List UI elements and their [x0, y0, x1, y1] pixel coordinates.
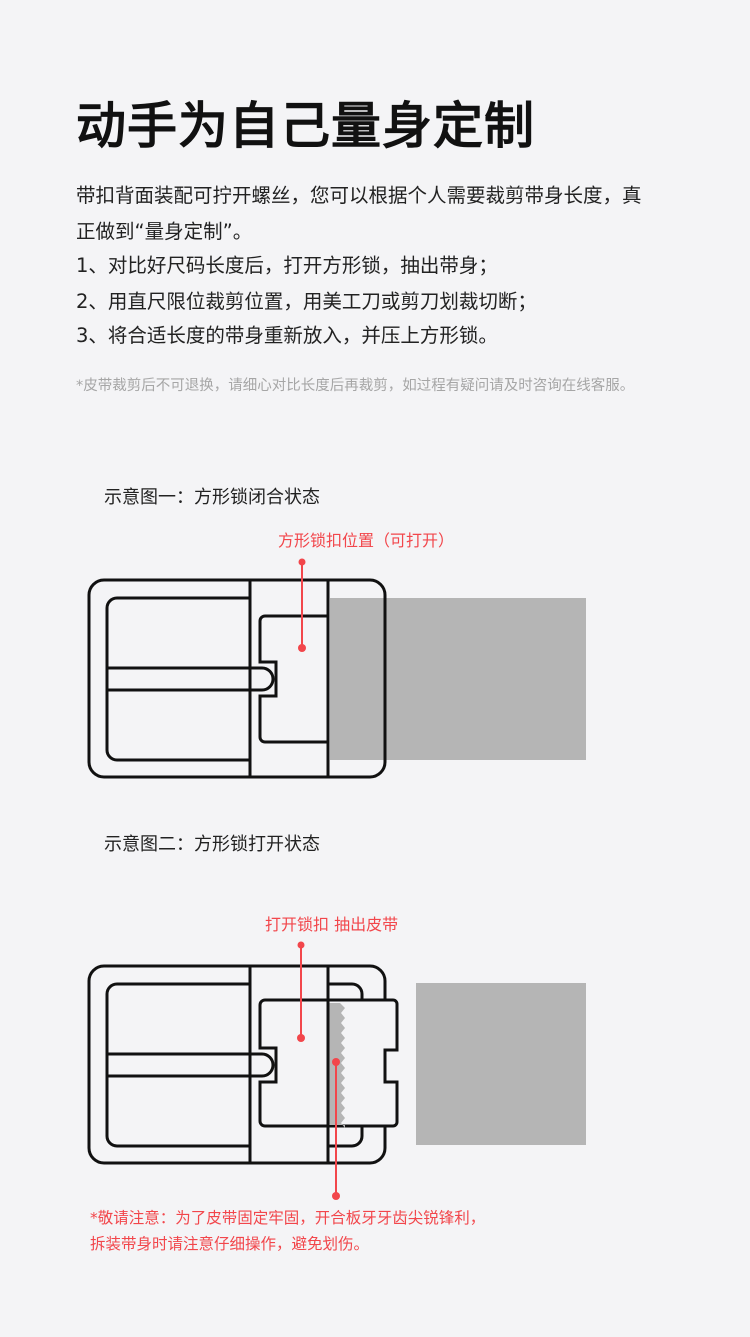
belt-strap	[416, 983, 586, 1145]
page-title: 动手为自己量身定制	[76, 97, 535, 155]
square-lock	[258, 614, 328, 744]
warning-line: 拆装带身时请注意仔细操作，避免划伤。	[90, 1235, 370, 1253]
diagram2-label: 打开锁扣 抽出皮带	[265, 915, 399, 934]
belt-strap	[330, 598, 586, 760]
intro-line: 正做到“量身定制”。	[76, 220, 253, 243]
step-2: 2、用直尺限位裁剪位置，用美工刀或剪刀划裁切断；	[76, 290, 537, 313]
buckle-prong	[107, 666, 275, 692]
intro-line: 带扣背面装配可拧开螺丝，您可以根据个人需要裁剪带身长度，真	[76, 184, 642, 207]
buckle-inner-frame	[105, 982, 250, 1148]
buckle-frame	[87, 578, 387, 779]
disclaimer-note: *皮带裁剪后不可退换，请细心对比长度后再裁剪，如过程有疑问请及时咨询在线客服。	[76, 378, 635, 394]
step-1: 1、对比好尺码长度后，打开方形锁，抽出带身；	[76, 254, 498, 277]
buckle-prong	[107, 1052, 275, 1078]
diagram2-open-buckle	[87, 941, 586, 1200]
step-3: 3、将合适长度的带身重新放入，并压上方形锁。	[76, 324, 498, 347]
warning-line: *敬请注意：为了皮带固定牢固，开合板牙牙齿尖锐锋利，	[90, 1209, 486, 1227]
diagram1-closed-buckle	[87, 558, 586, 779]
buckle-inner-frame	[105, 596, 250, 762]
diagram2-caption: 示意图二：方形锁打开状态	[104, 834, 320, 855]
diagram1-label: 方形锁扣位置（可打开）	[278, 531, 455, 550]
diagram1-caption: 示意图一：方形锁闭合状态	[104, 487, 320, 508]
